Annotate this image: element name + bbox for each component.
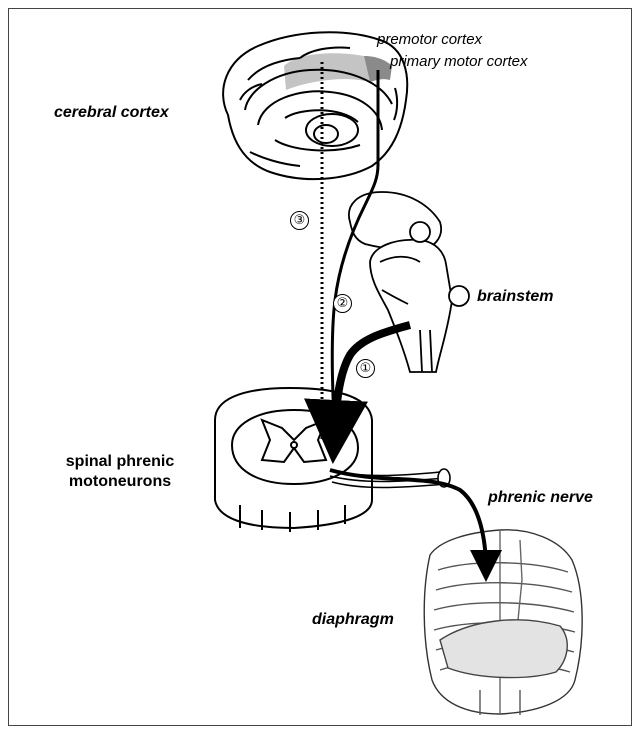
spinal-cord-illustration — [215, 388, 372, 532]
brainstem-label: brainstem — [477, 288, 553, 306]
cerebral-cortex-label: cerebral cortex — [54, 104, 169, 122]
pathway-2-marker: ② — [333, 294, 352, 313]
spinal-phrenic-motoneurons-label: spinal phrenic motoneurons — [50, 452, 190, 492]
pathway-1-marker: ① — [356, 359, 375, 378]
brain-illustration — [223, 32, 407, 179]
premotor-cortex-label: premotor cortex — [377, 31, 482, 48]
pathway-3-marker: ③ — [290, 211, 309, 230]
brainstem-illustration — [349, 192, 469, 372]
phrenic-nerve-label: phrenic nerve — [488, 489, 593, 507]
ribcage-illustration — [424, 530, 582, 715]
spinal-phrenic-label-line1: spinal phrenic — [50, 452, 190, 472]
spinal-phrenic-label-line2: motoneurons — [50, 472, 190, 492]
diaphragm-label: diaphragm — [312, 611, 394, 629]
primary-motor-cortex-label: primary motor cortex — [390, 53, 528, 70]
